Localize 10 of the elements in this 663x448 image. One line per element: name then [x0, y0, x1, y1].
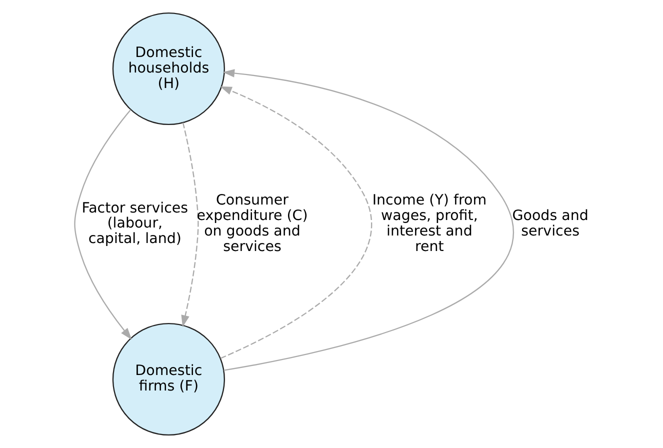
node-circle: Domestic households (H)	[112, 12, 225, 126]
arrow	[222, 69, 514, 371]
edge-label: Factor services (labour, capital, land)	[82, 200, 188, 248]
arrow	[220, 86, 372, 359]
edge-label: Consumer expenditure (C) on goods and services	[196, 192, 308, 255]
arrow	[181, 122, 199, 328]
node-circle: Domestic firms (F)	[112, 322, 225, 436]
edge-label: Income (Y) from wages, profit, interest and rent	[372, 192, 487, 255]
arrow	[74, 109, 132, 340]
edge-label: Goods and services	[512, 208, 588, 240]
